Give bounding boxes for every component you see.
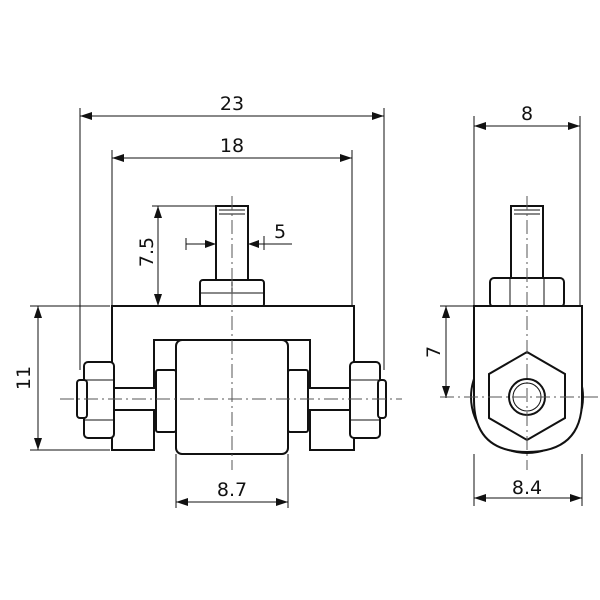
side-view xyxy=(440,196,600,470)
dim-total-height: 11 xyxy=(13,366,35,390)
dimension-lines xyxy=(30,108,583,508)
right-spacer xyxy=(287,369,309,433)
right-nut xyxy=(349,361,381,439)
dim-overall-width: 23 xyxy=(220,93,244,115)
front-view xyxy=(60,196,402,470)
dimension-labels: 23 18 7.5 5 11 8.7 8 7 8.4 xyxy=(13,93,542,501)
dim-inner-width: 18 xyxy=(220,135,244,157)
dim-roller-diameter: 8.4 xyxy=(512,477,542,499)
left-spacer xyxy=(155,369,177,433)
dim-side-height: 7 xyxy=(423,346,445,358)
dim-stud-height: 7.5 xyxy=(136,237,158,267)
dim-side-width: 8 xyxy=(521,103,533,125)
left-nut xyxy=(83,361,115,439)
dim-roller-width: 8.7 xyxy=(217,479,247,501)
dim-stud-diameter: 5 xyxy=(274,221,286,243)
